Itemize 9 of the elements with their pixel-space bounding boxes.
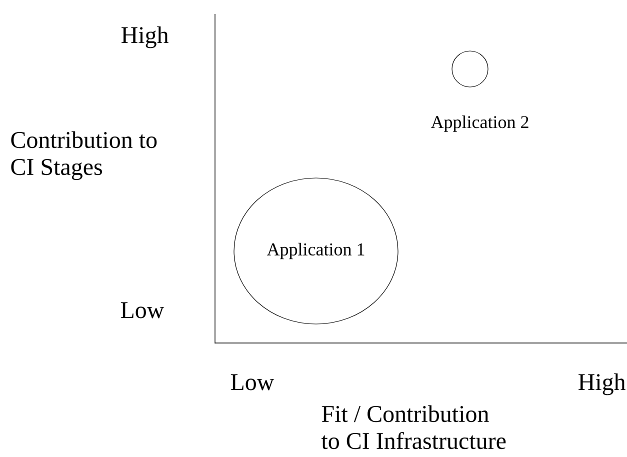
axis-tick-label: High <box>578 373 626 396</box>
axis-tick-label: Low <box>230 374 274 390</box>
axis-title: Contribution to CI Stages <box>11 131 157 180</box>
bubble: Application 1 <box>234 178 398 324</box>
axis-tick-label: Low <box>120 302 164 318</box>
bubble <box>452 50 488 88</box>
axis-tick-label: High <box>122 26 168 48</box>
axis-title: Fit / Contribution to CI Infrastructure <box>321 405 506 450</box>
bubble-label: Application 2 <box>430 116 528 132</box>
